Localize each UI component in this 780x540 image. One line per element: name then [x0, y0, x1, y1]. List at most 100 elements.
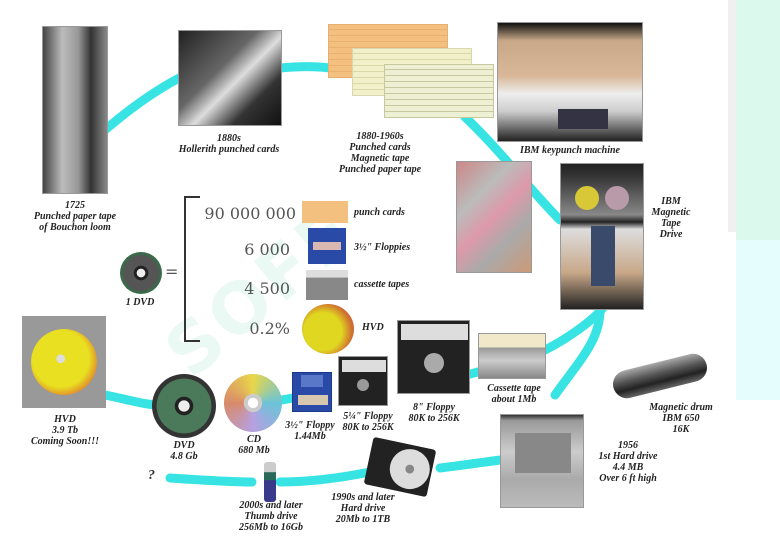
caption-line: 20Mb to 1TB: [335, 514, 391, 525]
paper-tape-hand-photo: [456, 161, 532, 273]
floppy-icon-label: [313, 242, 341, 250]
caption-line: 1725: [65, 200, 85, 211]
caption-cd: CD 680 Mb: [226, 434, 282, 456]
caption-line: CD: [247, 434, 261, 445]
right-panel-bottom: [736, 240, 780, 400]
timeline-segment-9: [165, 473, 257, 487]
thumb-drive-photo: [264, 462, 276, 502]
hvd-disc: [31, 329, 97, 395]
caption-line: IBM: [661, 196, 681, 207]
caption-line: HVD: [54, 414, 76, 425]
floppy-525-label: [342, 360, 386, 372]
cassette-photo: [478, 333, 546, 379]
equiv-label-floppies: 3½" Floppies: [354, 242, 411, 253]
caption-line: 1880-1960s: [356, 131, 404, 142]
equiv-value-hvd: 0.2%: [249, 319, 290, 338]
caption-line: Hard drive: [340, 503, 386, 514]
cassette-icon: [306, 270, 348, 300]
equiv-value-punch-cards: 90 000 000: [204, 204, 296, 223]
caption-line: Tape: [661, 218, 681, 229]
floppy-icon: [308, 228, 346, 264]
caption-magnetic-drum: Magnetic drum IBM 650 16K: [636, 402, 726, 435]
equiv-label-hvd: HVD: [362, 322, 384, 333]
bouchon-loom-photo: [42, 26, 108, 194]
floppy-525-photo: [338, 356, 388, 406]
caption-cassette-tape: Cassette tape about 1Mb: [476, 383, 552, 405]
caption-line: 1.44Mb: [294, 431, 326, 442]
caption-line: 80K to 256K: [342, 422, 394, 433]
caption-line: 680 Mb: [238, 445, 270, 456]
timeline-segment-1: [100, 70, 190, 135]
caption-line: 1990s and later: [331, 492, 395, 503]
future-question-mark: ?: [148, 468, 155, 483]
punch-cards-icon: [302, 201, 348, 223]
caption-floppy-525: 5¼" Floppy 80K to 256K: [336, 411, 400, 433]
caption-dvd: DVD 4.8 Gb: [154, 440, 214, 462]
floppy-8-photo: [397, 320, 470, 394]
timeline-segment-11: [435, 455, 505, 473]
equiv-label-punch-cards: punch cards: [354, 207, 405, 218]
equiv-value-cassettes: 4 500: [244, 279, 290, 298]
caption-hollerith: 1880s Hollerith punched cards: [164, 133, 294, 155]
hard-drive-platter: [386, 445, 434, 493]
caption-line: 8" Floppy: [413, 402, 455, 413]
caption-line: Punched paper tape: [33, 211, 117, 222]
caption-line: IBM 650: [662, 413, 700, 424]
caption-line: Cassette tape: [487, 383, 541, 394]
tape-reel-right: [605, 186, 629, 210]
equivalence-bracket: [184, 196, 200, 342]
caption-line: 1st Hard drive: [598, 451, 658, 462]
right-panel-edge: [728, 0, 736, 232]
caption-line: Coming Soon!!!: [30, 436, 100, 447]
caption-line: 4.8 Gb: [170, 451, 198, 462]
right-panel-top: [736, 0, 780, 240]
caption-line: 80K to 256K: [408, 413, 460, 424]
one-dvd-icon: [120, 252, 162, 294]
caption-line: 1956: [618, 440, 638, 451]
hollerith-photo: [178, 30, 282, 126]
tape-drive-panel: [591, 226, 615, 286]
caption-hvd: HVD 3.9 Tb Coming Soon!!!: [20, 414, 110, 447]
caption-hard-drive-1990s: 1990s and later Hard drive 20Mb to 1TB: [318, 492, 408, 525]
caption-thumb-drive: 2000s and later Thumb drive 256Mb to 16G…: [226, 500, 316, 533]
floppy-35-label: [298, 395, 328, 405]
dvd-disc: [152, 374, 216, 438]
caption-line: Punched paper tape: [338, 164, 422, 175]
caption-line: DVD: [173, 440, 195, 451]
caption-line: Over 6 ft high: [599, 473, 657, 484]
caption-line: Hollerith punched cards: [178, 144, 280, 155]
timeline-segment-10: [275, 467, 375, 487]
floppy-35-photo: [292, 372, 332, 412]
tape-reel-left: [575, 186, 599, 210]
timeline-segment-4: [550, 305, 605, 400]
ibm-tape-drive-photo: [560, 163, 644, 310]
caption-line: 16K: [672, 424, 690, 435]
caption-line: Magnetic: [651, 207, 691, 218]
floppy-8-label: [401, 324, 468, 340]
caption-punched-cards-tape: 1880-1960s Punched cards Magnetic tape P…: [320, 131, 440, 175]
ibm-keypunch-photo: [497, 22, 643, 142]
caption-ibm-keypunch: IBM keypunch machine: [500, 145, 640, 156]
caption-line: Thumb drive: [244, 511, 298, 522]
caption-line: 3.9 Tb: [51, 425, 79, 436]
caption-line: 4.4 MB: [612, 462, 644, 473]
caption-line: Magnetic tape: [350, 153, 410, 164]
hvd-icon: [302, 304, 354, 354]
cd-disc: [224, 374, 282, 432]
caption-line: 3½" Floppy: [285, 420, 335, 431]
timeline-segment-2: [275, 62, 335, 73]
keypunch-screen: [558, 109, 608, 129]
ibm-350-window: [515, 433, 571, 473]
caption-punched-paper-tape: 1725 Punched paper tape of Bouchon loom: [20, 200, 130, 233]
one-dvd-label: 1 DVD: [125, 297, 155, 308]
caption-line: about 1Mb: [491, 394, 537, 405]
ibm-350-hard-drive-photo: [500, 414, 584, 508]
caption-line: 1880s: [217, 133, 241, 144]
caption-ibm-tape-drive: IBM Magnetic Tape Drive: [646, 196, 696, 240]
hvd-photo: [22, 316, 106, 408]
floppy-525-hub: [357, 379, 369, 391]
equiv-value-floppies: 6 000: [244, 240, 290, 259]
caption-floppy-8: 8" Floppy 80K to 256K: [398, 402, 470, 424]
caption-first-hard-drive: 1956 1st Hard drive 4.4 MB Over 6 ft hig…: [588, 440, 668, 484]
caption-line: IBM keypunch machine: [519, 145, 620, 156]
